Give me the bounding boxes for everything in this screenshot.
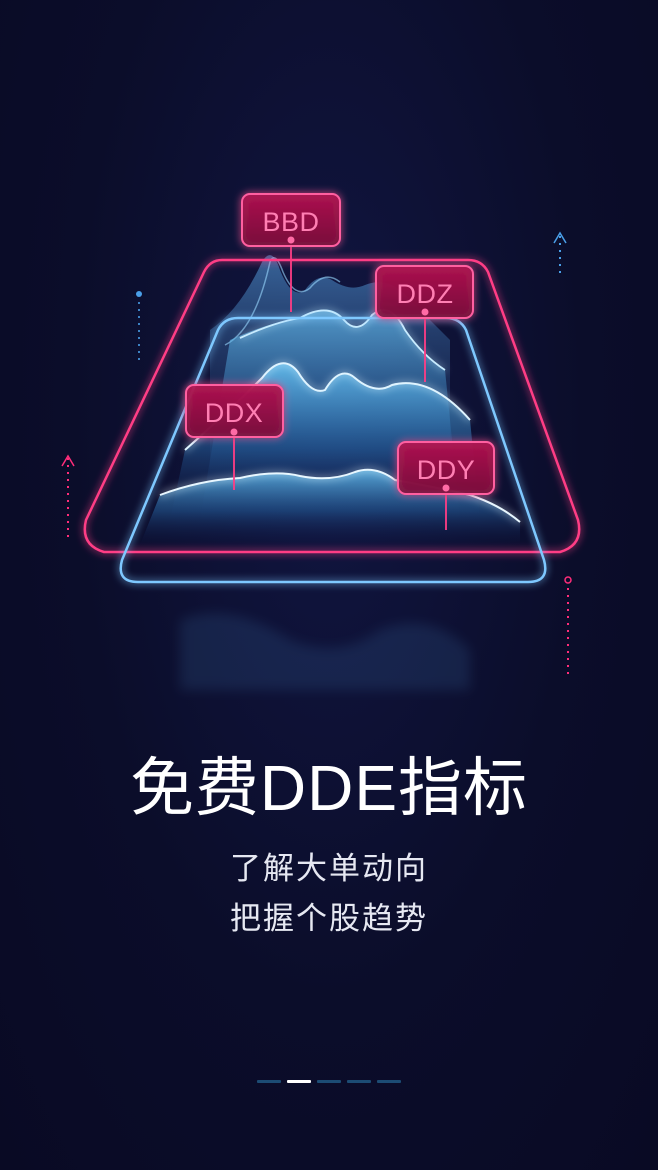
- tag-bbd-label: BBD: [262, 207, 319, 237]
- tag-ddy-label: DDY: [417, 455, 476, 485]
- pink-trapezoid-frame: [83, 258, 581, 554]
- dde-indicator-illustration: BBD DDZ DDX DDY: [61, 193, 581, 690]
- left-arrow-up-icon: [61, 454, 75, 540]
- feature-subtitle-line-2: 把握个股趋势: [230, 901, 428, 937]
- feature-title: 免费DDE指标: [129, 752, 529, 824]
- page-indicator-dot-3[interactable]: [317, 1080, 341, 1083]
- tag-ddz-label: DDZ: [397, 279, 454, 309]
- page-indicator-dot-2-active[interactable]: [287, 1080, 311, 1083]
- page-indicator-dot-5[interactable]: [377, 1080, 401, 1083]
- blue-trapezoid-frame: [119, 316, 547, 584]
- page-indicator-dot-1[interactable]: [257, 1080, 281, 1083]
- frame-reflection: [180, 613, 470, 690]
- right-lower-dotted-line: [564, 576, 572, 675]
- tag-ddy: DDY: [397, 441, 495, 530]
- tag-ddx: DDX: [185, 384, 284, 490]
- right-arrow-up-icon: [553, 231, 567, 276]
- page-indicator: [0, 1080, 658, 1084]
- tag-ddx-label: DDX: [205, 398, 264, 428]
- left-upper-dotted-line: [136, 291, 142, 360]
- feature-subtitle-line-1: 了解大单动向: [230, 851, 428, 887]
- tag-bbd: BBD: [241, 193, 341, 312]
- page-indicator-dot-4[interactable]: [347, 1080, 371, 1083]
- tag-ddz: DDZ: [375, 265, 474, 382]
